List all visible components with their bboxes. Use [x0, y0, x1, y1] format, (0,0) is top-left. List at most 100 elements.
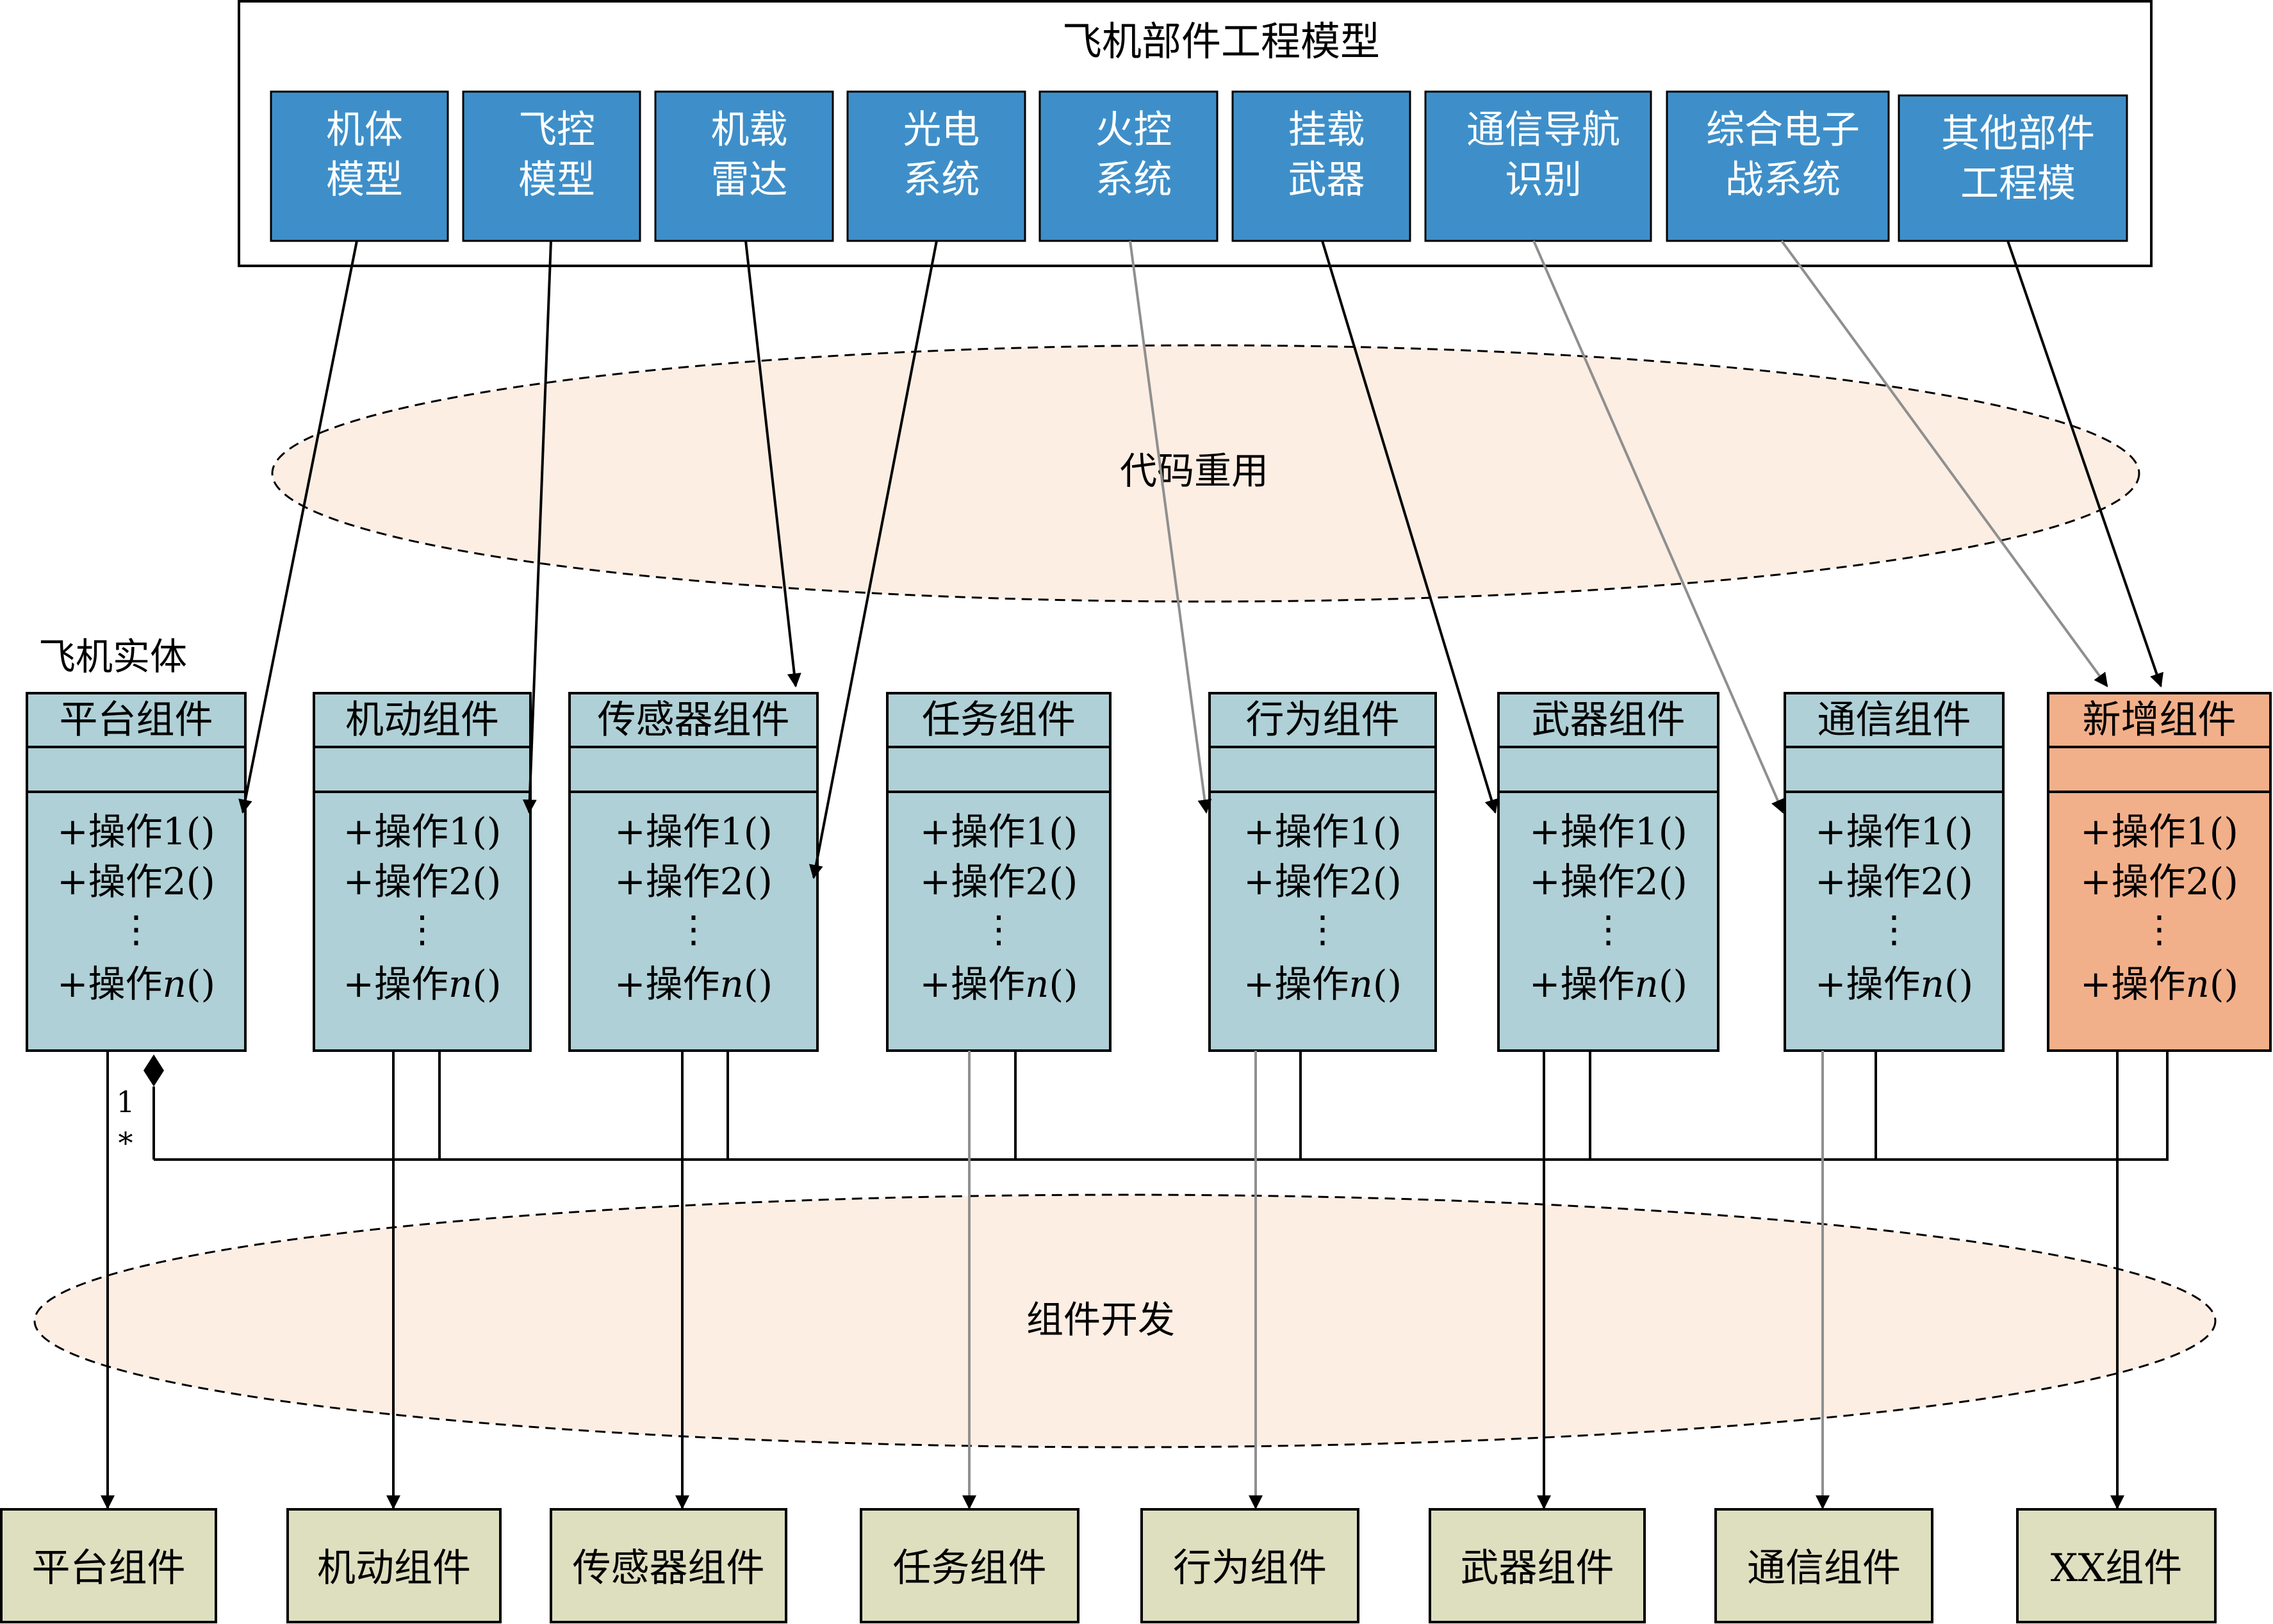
class-op-n: +操作n() [2080, 962, 2238, 1006]
class-op-n-suffix: () [186, 962, 215, 1006]
class-op-n-prefix: +操作 [614, 962, 720, 1006]
class-op-n-var: n [1025, 962, 1049, 1006]
model-box-rect [1038, 90, 1219, 242]
bottom-component-rect [860, 1508, 1079, 1623]
class-op-2: +操作2() [920, 860, 1078, 903]
bottom-component-6: 武器组件 [1429, 1508, 1646, 1623]
class-box-7: 通信组件+操作1()+操作2()⋮+操作n() [1784, 692, 2005, 1052]
class-op-n-suffix: () [1373, 962, 1402, 1006]
model-box-label-line1: 挂载 [1288, 108, 1365, 152]
class-box-rect [1497, 692, 1719, 1052]
bottom-component-7: 通信组件 [1714, 1508, 1933, 1623]
class-op-1: +操作1() [1243, 810, 1402, 853]
class-op-ellipsis: ⋮ [980, 907, 1017, 951]
model-box-rect [1231, 90, 1411, 242]
class-op-n-suffix: () [1049, 962, 1078, 1006]
class-op-2: +操作2() [1815, 860, 1973, 903]
class-box-rect [886, 692, 1112, 1052]
reuse-arrow-2 [522, 240, 552, 814]
class-op-n: +操作n() [1529, 962, 1687, 1006]
class-op-n-prefix: +操作 [343, 962, 448, 1006]
class-name: 平台组件 [60, 698, 213, 742]
class-op-1: +操作1() [343, 810, 502, 853]
bottom-component-8: XX组件 [2016, 1508, 2217, 1623]
model-box-label-line1: 机载 [711, 108, 788, 152]
model-box-label-line2: 系统 [903, 158, 980, 202]
model-box-label-line1: 其他部件 [1941, 111, 2095, 156]
class-op-ellipsis: ⋮ [1876, 907, 1913, 951]
bottom-component-rect [1714, 1508, 1933, 1623]
class-op-n-suffix: () [1944, 962, 1973, 1006]
composition-diamond [144, 1054, 164, 1087]
reuse-arrow-8 [1780, 240, 2108, 687]
bottom-component-label: 武器组件 [1461, 1546, 1614, 1591]
model-box-label-line2: 识别 [1505, 158, 1582, 202]
bottom-component-label: 机动组件 [317, 1546, 471, 1591]
model-box-label-line2: 武器 [1288, 158, 1365, 202]
model-box-rect [270, 90, 449, 242]
class-box-rect [26, 692, 247, 1052]
multiplicity-many: * [119, 1126, 133, 1160]
model-box-rect [1666, 90, 1890, 242]
model-box-label-line2: 战系统 [1725, 158, 1841, 202]
model-box-label-line1: 火控 [1095, 108, 1172, 152]
bottom-component-label: 传感器组件 [573, 1546, 765, 1591]
bottom-component-4: 任务组件 [860, 1508, 1079, 1623]
class-op-2: +操作2() [2080, 860, 2238, 903]
class-op-ellipsis: ⋮ [118, 907, 155, 951]
class-box-2: 机动组件+操作1()+操作2()⋮+操作n() [313, 692, 532, 1052]
class-op-n: +操作n() [343, 962, 501, 1006]
bottom-component-rect [550, 1508, 787, 1623]
class-op-n-prefix: +操作 [1243, 962, 1349, 1006]
class-op-ellipsis: ⋮ [1304, 907, 1342, 951]
class-box-3: 传感器组件+操作1()+操作2()⋮+操作n() [568, 692, 819, 1052]
class-name: 行为组件 [1246, 698, 1400, 742]
class-op-n-prefix: +操作 [919, 962, 1025, 1006]
bottom-component-label: 通信组件 [1747, 1546, 1901, 1591]
class-op-1: +操作1() [1529, 810, 1687, 853]
bottom-component-label: XX组件 [2051, 1546, 2182, 1591]
class-op-ellipsis: ⋮ [1590, 907, 1627, 951]
bottom-component-label: 平台组件 [32, 1546, 186, 1591]
model-box-rect [1424, 90, 1652, 242]
class-box-rect [313, 692, 532, 1052]
model-box-label-line1: 飞控 [518, 108, 595, 152]
class-op-n-prefix: +操作 [57, 962, 163, 1006]
class-box-rect [1208, 692, 1437, 1052]
class-box-1: 平台组件+操作1()+操作2()⋮+操作n() [26, 692, 247, 1052]
bottom-component-label: 任务组件 [893, 1546, 1047, 1591]
class-op-n-var: n [448, 962, 472, 1006]
model-box-label-line2: 工程模 [1960, 161, 2076, 206]
model-box-label-line1: 通信导航 [1466, 108, 1620, 152]
class-op-n: +操作n() [1815, 962, 1973, 1006]
class-op-n-var: n [719, 962, 743, 1006]
class-name: 机动组件 [345, 698, 499, 742]
class-op-1: +操作1() [614, 810, 773, 853]
model-box-label-line1: 光电 [903, 108, 980, 152]
model-box-label-line2: 模型 [326, 158, 403, 202]
bottom-component-rect [1140, 1508, 1359, 1623]
class-op-n: +操作n() [919, 962, 1078, 1006]
reuse-arrow-7 [1532, 240, 1785, 814]
class-box-rect [568, 692, 819, 1052]
class-name: 新增组件 [2083, 698, 2236, 742]
reuse-arrow-6 [1321, 240, 1498, 814]
model-box-label-line1: 机体 [326, 108, 403, 152]
class-op-2: +操作2() [57, 860, 215, 903]
class-op-n-suffix: () [472, 962, 501, 1006]
class-box-8: 新增组件+操作1()+操作2()⋮+操作n() [2047, 692, 2272, 1052]
class-name: 武器组件 [1532, 698, 1686, 742]
component-dev-ellipse [33, 1193, 2217, 1448]
class-box-rect [2047, 692, 2272, 1052]
reuse-arrow-4 [808, 240, 938, 880]
reuse-arrow-9 [2006, 240, 2163, 688]
